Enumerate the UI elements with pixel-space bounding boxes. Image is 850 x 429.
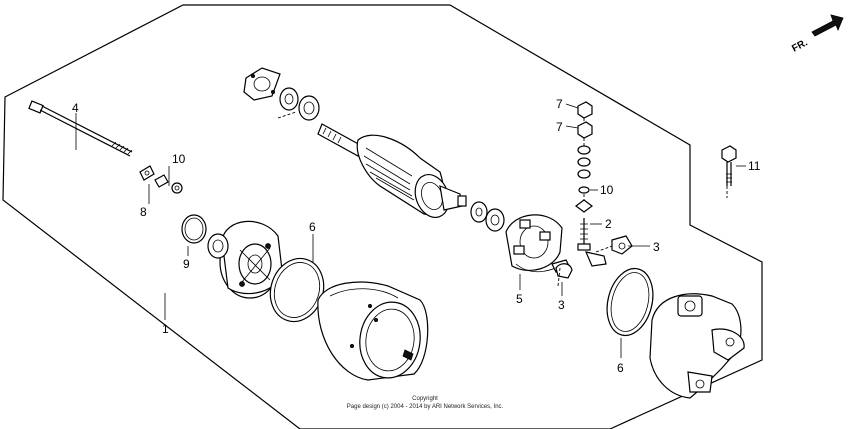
callout-4: 4 (72, 101, 79, 115)
callout-8: 8 (140, 205, 147, 219)
armature (317, 123, 467, 218)
mounting-bolt (721, 145, 737, 186)
callout-7-upper: 7 (556, 97, 563, 111)
callout-7-lower: 7 (556, 120, 563, 134)
assembly-boundary (2, 4, 763, 429)
leader-lines (75, 103, 746, 358)
assembly-guide-lines (277, 111, 728, 287)
front-direction-arrow: FR. (790, 14, 844, 55)
brush-clip (611, 235, 633, 255)
end-plate-shims (243, 67, 320, 121)
callout-numbers: 1 2 3 3 4 5 6 6 7 7 8 9 10 10 11 (72, 97, 761, 375)
brush-holder (505, 214, 571, 273)
front-cover-housing (207, 220, 283, 299)
copyright-text: Page design (c) 2004 - 2014 by ARI Netwo… (347, 404, 504, 410)
small-hardware-left (139, 165, 183, 194)
callout-6-right: 6 (617, 361, 624, 375)
copyright-notice: Copyright Page design (c) 2004 - 2014 by… (347, 396, 504, 410)
brush-spring (555, 263, 573, 279)
callout-5: 5 (516, 292, 523, 306)
terminal-hardware-stack (575, 101, 607, 267)
through-bolt (28, 100, 133, 157)
callout-10-left: 10 (172, 152, 186, 166)
callout-10-right: 10 (600, 183, 614, 197)
callout-9: 9 (183, 257, 190, 271)
rear-cover (649, 293, 745, 399)
front-direction-label: FR. (790, 37, 810, 54)
copyright-label: Copyright (412, 396, 438, 402)
callout-3-clip: 3 (653, 240, 660, 254)
callout-11: 11 (748, 159, 761, 173)
callout-1: 1 (162, 322, 169, 336)
callout-3-spring: 3 (558, 298, 565, 312)
motor-yoke (317, 281, 429, 381)
callout-6-left: 6 (309, 220, 316, 234)
callout-2: 2 (605, 217, 612, 231)
o-ring-front (181, 214, 207, 244)
gasket-ring-right (606, 267, 654, 337)
armature-washers (470, 201, 505, 232)
